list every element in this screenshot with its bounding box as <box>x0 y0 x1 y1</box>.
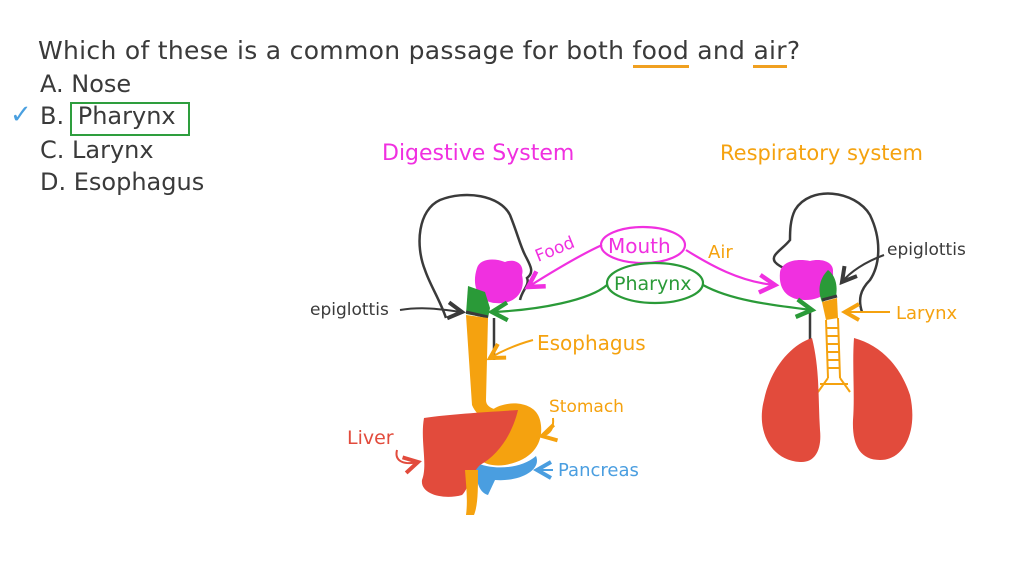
air-label: Air <box>708 242 733 263</box>
pancreas-label: Pancreas <box>558 460 639 481</box>
esophagus-tube <box>466 315 510 425</box>
option-b-answer: Pharynx <box>77 102 176 130</box>
left-mouth-region <box>474 259 523 304</box>
respiratory-system-title: Respiratory system <box>720 141 923 165</box>
pharynx-arrow-right <box>702 284 812 310</box>
question-middle: and <box>689 36 754 65</box>
left-lung <box>761 338 821 463</box>
intestine-tube <box>465 470 478 515</box>
mouth-label: Mouth <box>608 234 671 258</box>
air-arrow <box>685 249 775 285</box>
pharynx-arrow-left <box>492 284 608 312</box>
option-d[interactable]: D. Esophagus <box>40 168 205 196</box>
option-b[interactable]: B. Pharynx <box>40 102 176 130</box>
stomach-arrow <box>542 417 553 436</box>
epiglottis-arrow-left <box>399 308 462 312</box>
question-suffix: ? <box>786 36 801 65</box>
right-lung <box>852 338 913 460</box>
epiglottis-label-right: epiglottis <box>887 240 966 260</box>
left-epiglottis-band <box>465 310 489 319</box>
liver-label: Liver <box>347 427 394 449</box>
right-epiglottis-band <box>821 294 838 302</box>
food-arrow <box>528 243 603 287</box>
esophagus-label: Esophagus <box>537 331 646 355</box>
question-text: Which of these is a common passage for b… <box>38 36 801 68</box>
digestive-system-title: Digestive System <box>382 141 574 166</box>
pharynx-ellipse <box>605 261 705 305</box>
epiglottis-label-left: epiglottis <box>310 300 389 320</box>
left-pharynx-region <box>466 286 490 318</box>
option-a[interactable]: A. Nose <box>40 70 132 98</box>
trachea <box>817 317 851 393</box>
esophagus-arrow <box>490 339 534 358</box>
pancreas-shape <box>475 456 537 495</box>
keyword-food: food <box>632 36 689 68</box>
question-prefix: Which of these is a common passage for b… <box>38 36 633 65</box>
liver-arrow <box>395 449 418 463</box>
pharynx-label: Pharynx <box>614 273 691 295</box>
checkmark-icon: ✓ <box>10 100 32 130</box>
larynx-shape <box>822 298 838 320</box>
keyword-air: air <box>753 36 787 68</box>
stomach-label: Stomach <box>549 397 624 417</box>
correct-answer-box <box>70 102 190 136</box>
epiglottis-arrow-right <box>842 254 885 282</box>
option-b-letter: B. <box>40 102 65 130</box>
liver-shape <box>421 410 518 497</box>
right-pharynx-region <box>819 270 837 302</box>
larynx-label: Larynx <box>896 303 958 324</box>
option-c[interactable]: C. Larynx <box>40 136 154 164</box>
